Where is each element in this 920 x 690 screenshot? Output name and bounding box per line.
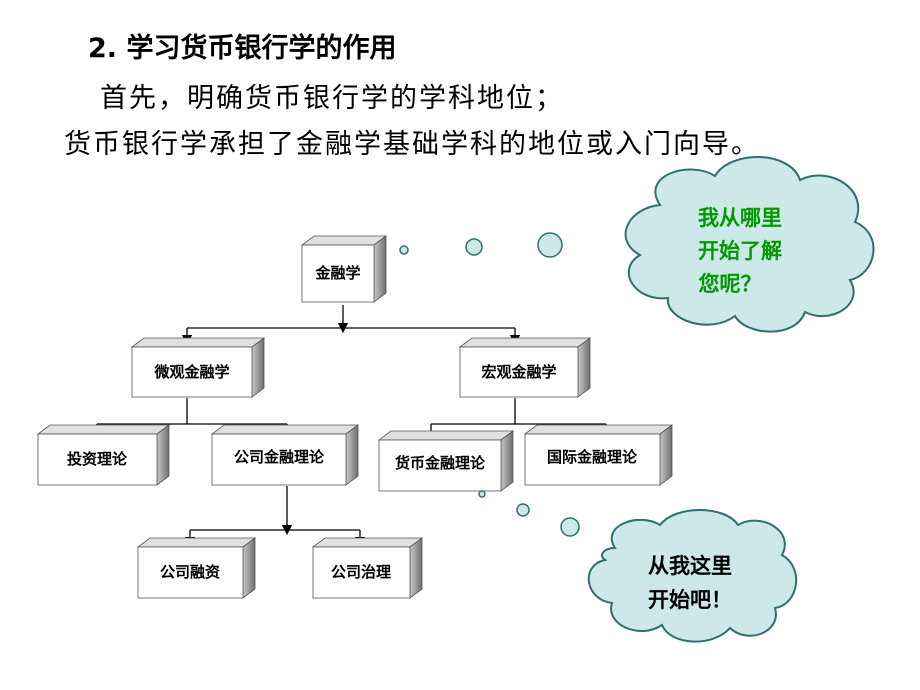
thought-trail-bottom (478, 490, 580, 537)
node-label-corp-financing: 公司融资 (160, 563, 220, 581)
node-corporate-governance: 公司治理 (311, 537, 424, 599)
cloud-bottom-line1: 从我这里 (648, 554, 732, 578)
node-label-root: 金融学 (314, 264, 360, 282)
node-investment-theory: 投资理论 (36, 424, 171, 486)
node-label-money-banking: 货币金融理论 (395, 454, 486, 472)
node-corporate-finance-theory: 公司金融理论 (210, 424, 360, 486)
thought-cloud-bottom: 从我这里 开始吧！ (587, 509, 798, 643)
cloud-top-line1: 我从哪里 (698, 206, 782, 230)
node-micro-finance: 微观金融学 (130, 337, 266, 398)
node-international-finance-theory: 国际金融理论 (523, 424, 674, 486)
thought-trail-top (399, 232, 563, 258)
paragraph-second: 货币银行学承担了金融学基础学科的地位或入门向导。 (64, 129, 760, 160)
node-money-finance-theory: 货币金融理论 (377, 430, 515, 492)
thought-cloud-top: 我从哪里 开始了解 您呢？ (624, 156, 875, 333)
connector-lines (91, 305, 612, 548)
cloud-top-line2: 开始了解 (698, 239, 782, 263)
node-label-macro: 宏观金融学 (481, 363, 556, 381)
node-label-corp-governance: 公司治理 (331, 563, 391, 581)
node-macro-finance: 宏观金融学 (458, 337, 592, 398)
node-label-investment: 投资理论 (67, 450, 128, 468)
node-label-micro: 微观金融学 (153, 363, 229, 381)
node-label-corp-finance: 公司金融理论 (234, 448, 325, 466)
slide-heading: 2. 学习货币银行学的作用 (88, 33, 397, 64)
node-root: 金融学 (300, 235, 388, 303)
cloud-bottom-line2: 开始吧！ (648, 588, 732, 612)
paragraph-first: 首先，明确货币银行学的学科地位； (100, 83, 564, 114)
node-corporate-financing: 公司融资 (136, 537, 257, 599)
node-label-intl-finance: 国际金融理论 (547, 448, 638, 466)
cloud-top-line3: 您呢？ (699, 272, 762, 296)
